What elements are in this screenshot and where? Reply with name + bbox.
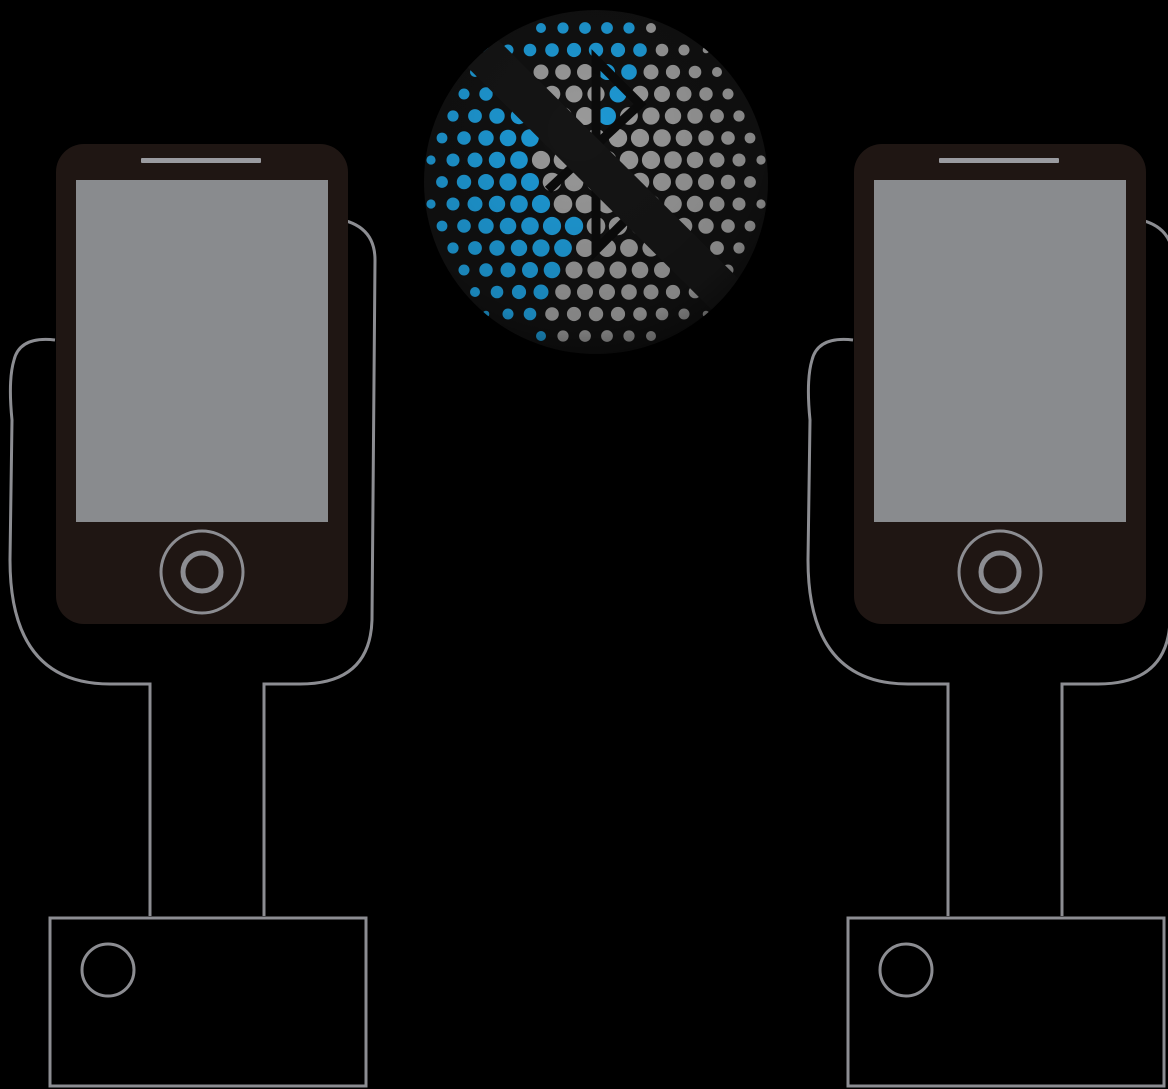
globe-shading <box>424 10 768 354</box>
bluetooth-globe-icon <box>424 10 768 354</box>
left-phone-on-stand <box>8 144 377 1088</box>
stand-base <box>48 916 368 1088</box>
holder-right-outline <box>1060 216 1168 916</box>
speaker-grille <box>141 158 261 163</box>
stand-base <box>846 916 1166 1088</box>
home-button-inner <box>180 550 224 594</box>
home-button-icon <box>957 529 1043 615</box>
holder-left-outline <box>806 337 950 916</box>
stand-button-icon <box>80 942 136 998</box>
right-phone-on-stand <box>806 144 1168 1088</box>
speaker-grille <box>939 158 1059 163</box>
home-button-icon <box>159 529 245 615</box>
phone-screen <box>874 180 1126 522</box>
phone-screen <box>76 180 328 522</box>
holder-left-outline <box>8 337 152 916</box>
home-button-inner <box>978 550 1022 594</box>
holder-right-outline <box>262 216 377 916</box>
stand-button-icon <box>878 942 934 998</box>
